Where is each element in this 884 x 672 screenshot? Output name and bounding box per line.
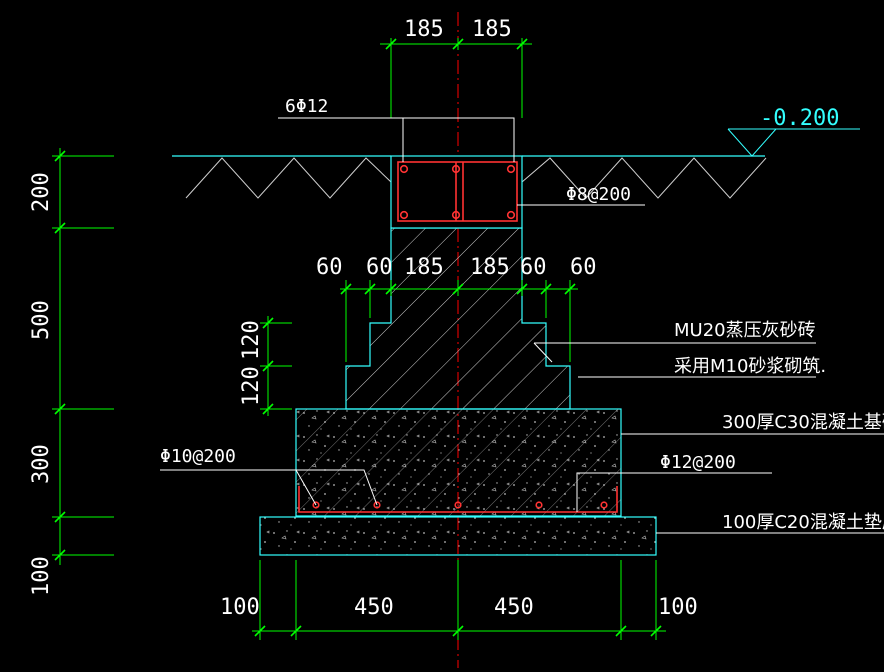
footing-rebar <box>298 486 618 513</box>
dim-step-3: 185 <box>404 255 444 280</box>
label-footing-bar-right: Φ12@200 <box>660 452 736 473</box>
dim-step-v-1: 120 <box>239 320 264 360</box>
ground-line <box>172 155 767 199</box>
dim-top-left: 185 <box>404 17 444 42</box>
dim-step-1: 60 <box>316 255 343 280</box>
label-mortar: 采用M10砂浆砌筑. <box>674 356 826 377</box>
dim-step-v-2: 120 <box>239 366 264 406</box>
label-beam-top-rebar: 6Φ12 <box>285 96 328 117</box>
label-footing: 300厚C30混凝土基础 <box>722 412 884 433</box>
dim-step-2: 60 <box>366 255 393 280</box>
dim-step-4: 185 <box>470 255 510 280</box>
leader-lines <box>160 117 884 534</box>
dim-left-300: 300 <box>29 444 54 484</box>
beam-rebar <box>397 161 518 222</box>
label-footing-bar-left: Φ10@200 <box>160 446 236 467</box>
elevation-marker: -0.200 <box>727 106 860 157</box>
label-brick-material: MU20蒸压灰砂砖 <box>674 320 816 341</box>
dim-left-100: 100 <box>29 556 54 596</box>
dim-bottom-4: 100 <box>658 595 698 620</box>
label-stirrup: Φ8@200 <box>566 184 631 205</box>
dim-step-5: 60 <box>520 255 547 280</box>
dim-left-200: 200 <box>29 172 54 212</box>
label-cushion: 100厚C20混凝土垫层 <box>722 512 884 533</box>
dim-bottom-2: 450 <box>354 595 394 620</box>
dim-bottom-3: 450 <box>494 595 534 620</box>
dim-step-6: 60 <box>570 255 597 280</box>
dimension-ticks <box>54 38 662 637</box>
dim-top-right: 185 <box>472 17 512 42</box>
elevation-text: -0.200 <box>760 106 839 131</box>
dim-left-500: 500 <box>29 300 54 340</box>
cushion-layer <box>259 516 657 556</box>
dim-bottom-1: 100 <box>220 595 260 620</box>
